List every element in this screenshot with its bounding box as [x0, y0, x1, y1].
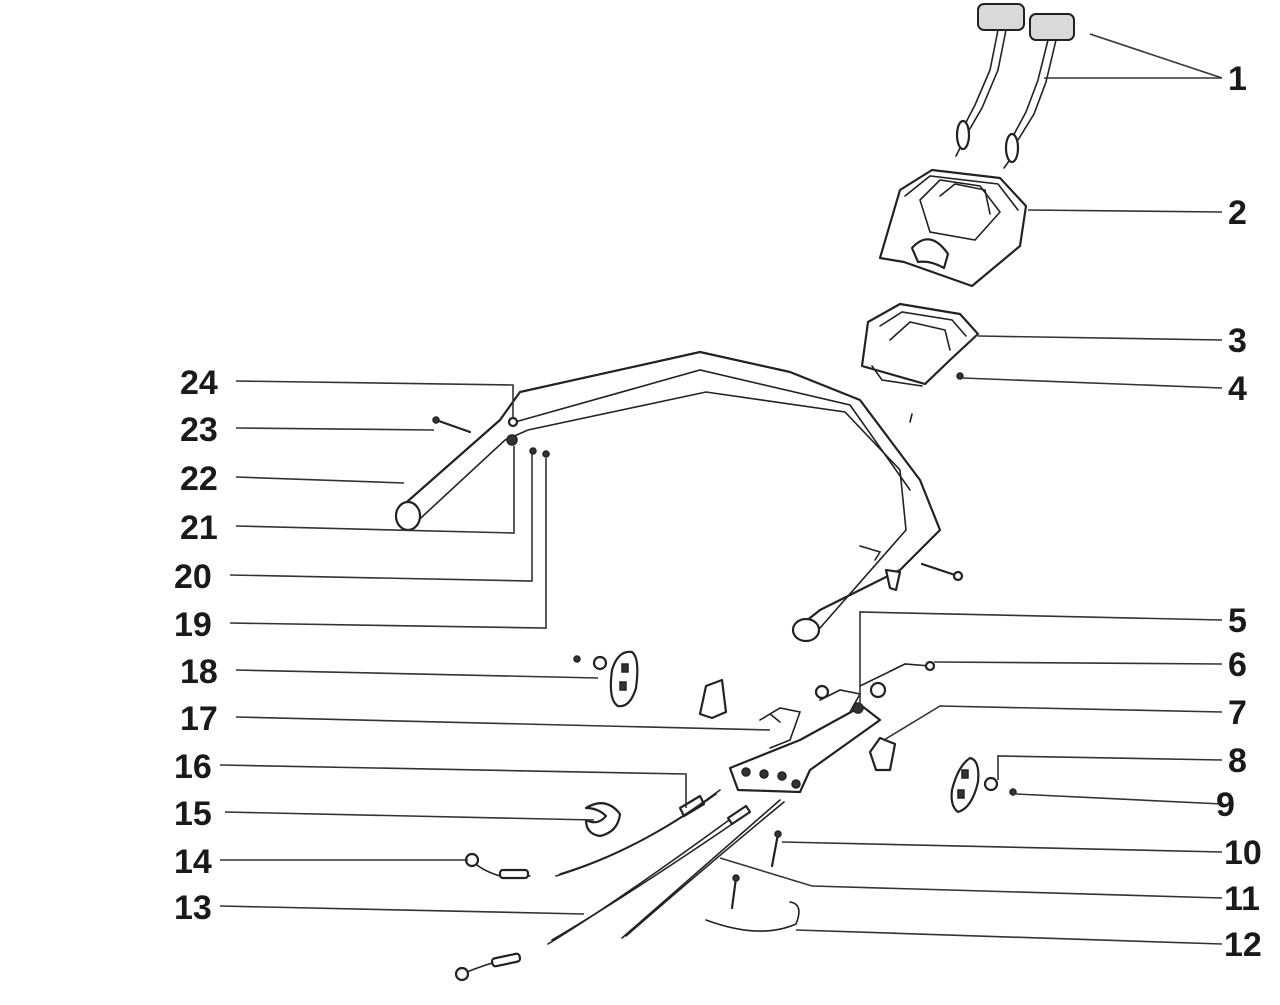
small-bracket [698, 678, 728, 720]
part-17-mounting-bracket [728, 660, 936, 794]
callout-11: 11 [1224, 880, 1260, 918]
callout-22: 22 [180, 460, 218, 498]
part-7-clip [868, 736, 897, 772]
part-2-console-cover [878, 168, 1028, 288]
part-12-hook-wire [705, 874, 800, 932]
leader-lines-left [219, 380, 771, 915]
callout-24: 24 [180, 364, 218, 402]
callout-8: 8 [1228, 742, 1247, 780]
handlebar-tube [394, 350, 942, 643]
part-18-clamp-plate [573, 650, 639, 708]
control-cables [454, 789, 785, 982]
callout-7: 7 [1228, 694, 1247, 732]
part-3-console-insert [860, 302, 980, 387]
part-10-bolt [770, 830, 782, 868]
part-23-bolt [432, 416, 472, 434]
callout-19: 19 [174, 606, 212, 644]
callout-2: 2 [1228, 194, 1247, 232]
callout-23: 23 [180, 411, 218, 449]
callout-21: 21 [180, 509, 218, 547]
leader-lines-right [719, 33, 1223, 945]
callout-4: 4 [1228, 370, 1247, 408]
callouts-left: 24 23 22 21 20 19 18 17 16 15 14 13 [174, 364, 218, 927]
part-4-screw [909, 372, 964, 423]
handlebar-bracket-bolt [859, 545, 964, 592]
part-16-cable-adjuster [678, 794, 706, 818]
part-20-19-pins [529, 447, 550, 458]
callout-10: 10 [1224, 834, 1262, 872]
callout-6: 6 [1228, 646, 1247, 684]
callout-20: 20 [174, 558, 212, 596]
callout-15: 15 [174, 795, 212, 833]
callout-18: 18 [180, 653, 218, 691]
callouts-right: 1 2 3 4 5 6 7 8 9 10 11 12 [1216, 60, 1262, 964]
callout-12: 12 [1224, 926, 1262, 964]
callout-13: 13 [174, 889, 212, 927]
callout-9: 9 [1216, 786, 1235, 824]
callout-16: 16 [174, 748, 212, 786]
part-15-c-clip [584, 802, 622, 838]
callout-1: 1 [1228, 60, 1247, 98]
part-1-control-levers [955, 3, 1075, 169]
callout-14: 14 [174, 843, 212, 881]
part-8-9-clamp-plate [950, 756, 1017, 814]
callout-5: 5 [1228, 602, 1247, 640]
callout-3: 3 [1228, 322, 1247, 360]
callout-17: 17 [180, 700, 218, 738]
